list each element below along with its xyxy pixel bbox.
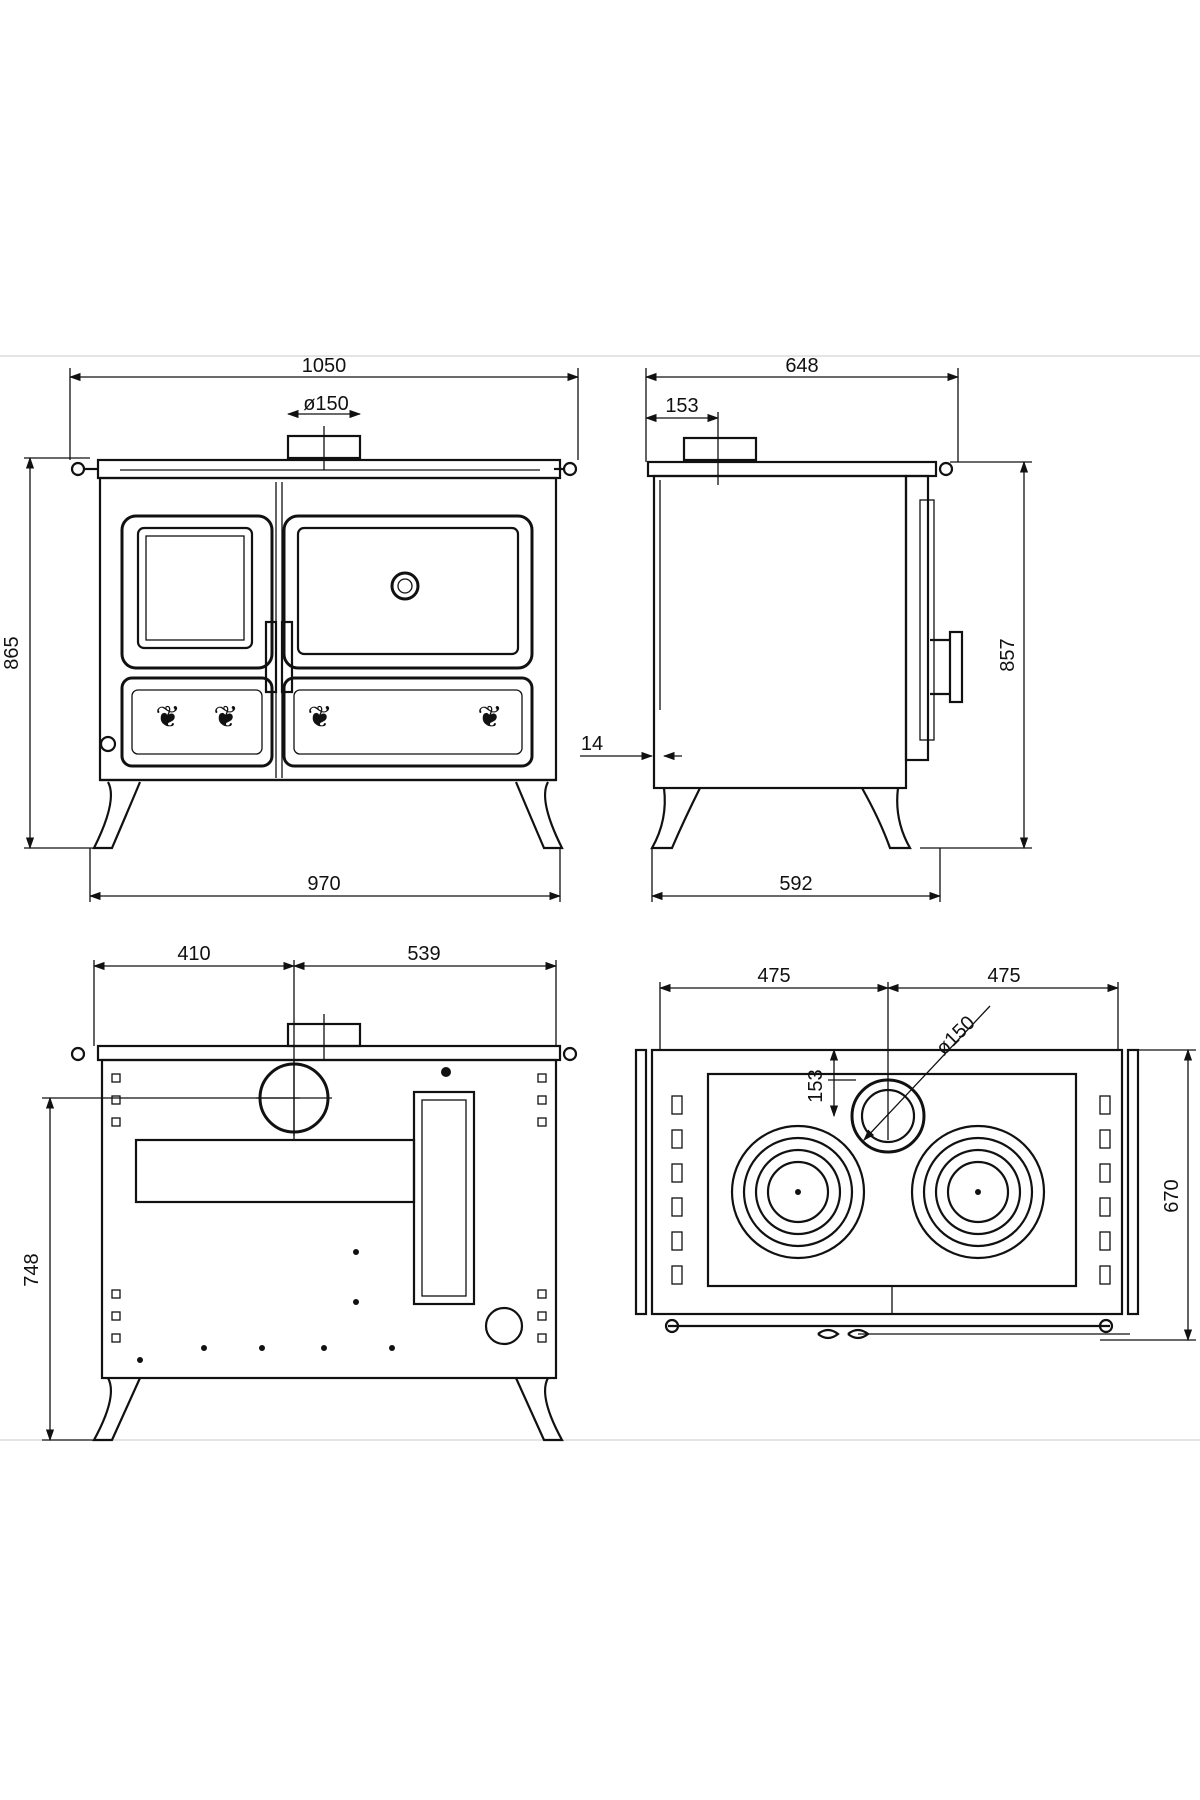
top-rail-left (634, 1048, 648, 1316)
firebox-door (120, 514, 274, 670)
side-view: 648 153 857 14 592 (580, 355, 1032, 902)
front-knob-left (817, 1328, 840, 1340)
rear-inlet (484, 1306, 524, 1346)
top-flue-ring (850, 1078, 926, 1154)
air-control-knob (99, 735, 117, 753)
flue-offset-left-label: 410 (177, 943, 210, 965)
leg-side-front (861, 787, 912, 850)
stove-top-side (646, 460, 938, 478)
door-offset-label: 14 (581, 733, 603, 755)
rear-view: 410 539 (21, 943, 578, 1442)
storage-drawer (282, 676, 534, 768)
ash-drawer (120, 676, 274, 768)
stove-top-rear (96, 1044, 562, 1062)
dimension-depth-label: 648 (785, 355, 818, 377)
front-view: 1050 ø150 865 ❦ (1, 355, 580, 902)
top-view: 475 475 ø150 153 (634, 965, 1196, 1342)
firebox-window (136, 526, 254, 650)
rail-knob-left (70, 461, 86, 477)
rear-heat-channel (134, 1138, 416, 1204)
leg-rear-left (92, 1377, 142, 1442)
front-door-profile (904, 474, 930, 762)
leg-right-front (514, 781, 564, 850)
dimension-base-label: 970 (307, 873, 340, 895)
leg-rear-right (514, 1377, 564, 1442)
side-base-label: 592 (779, 873, 812, 895)
stove-body-side (652, 474, 908, 790)
half-width-left-label: 475 (757, 965, 790, 987)
decor-leaf-icon: ❦ (213, 700, 238, 735)
flue-diameter-leader (863, 1005, 991, 1141)
dimension-width-label: 1050 (302, 355, 347, 377)
top-flue-offset-label: 153 (805, 1069, 827, 1102)
stove-top-plate (96, 458, 562, 480)
half-width-right-label: 475 (987, 965, 1020, 987)
flue-height-label: 748 (21, 1253, 43, 1286)
oven-handle (280, 620, 294, 694)
decor-leaf-icon: ❦ (307, 700, 332, 735)
stove-back-panel (100, 1058, 558, 1380)
flue-offset-label: 153 (665, 395, 698, 417)
leg-left-front (92, 781, 142, 850)
flue-offset-right-label: 539 (407, 943, 440, 965)
side-height-label: 857 (997, 638, 1019, 671)
flue-collar-side (682, 436, 758, 462)
hot-plate-left (730, 1124, 866, 1260)
top-frame-outer (650, 1048, 1124, 1316)
cooktop-plate (706, 1072, 1078, 1288)
top-flue-diameter-label: ø150 (932, 1012, 980, 1060)
leg-side-back (650, 787, 701, 850)
oven-door (282, 514, 534, 670)
top-rail-right (1126, 1048, 1140, 1316)
top-depth-label: 670 (1161, 1179, 1183, 1212)
oven-thermometer (390, 571, 420, 601)
rear-vertical-channel (412, 1090, 476, 1306)
hot-plate-right (910, 1124, 1046, 1260)
side-handle (948, 630, 964, 704)
decor-leaf-icon: ❦ (155, 700, 180, 735)
flue-diameter-label: ø150 (303, 393, 349, 415)
rail-knob-right (562, 461, 578, 477)
decor-leaf-icon: ❦ (477, 700, 502, 735)
dimension-height-label: 865 (1, 636, 23, 669)
